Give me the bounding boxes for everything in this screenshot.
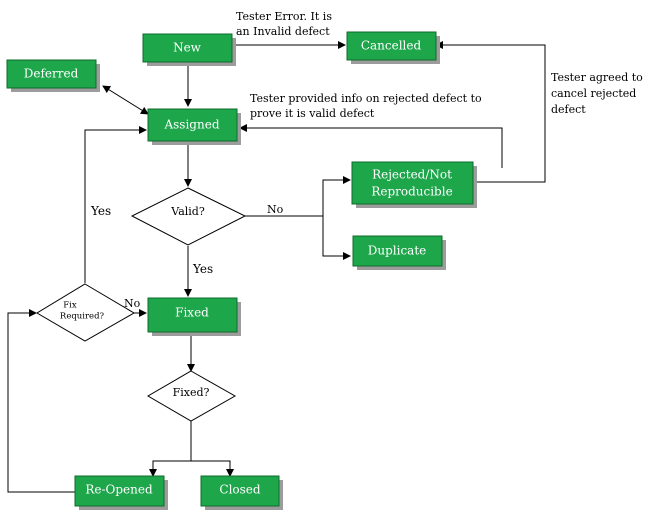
- state-reopened-label: Re-Opened: [85, 483, 153, 497]
- annotation-valid-info-line2: prove it is valid defect: [250, 107, 375, 120]
- edge-label-fixreq-no: No: [124, 297, 141, 310]
- decision-valid-label: Valid?: [170, 205, 205, 218]
- edge-fixedcheck-to-reopened: [149, 460, 191, 477]
- edge-fixedcheck-to-closed: [191, 460, 234, 477]
- annotation-cancel-line1: Tester agreed to: [551, 71, 643, 84]
- annotation-invalid-line2: an Invalid defect: [236, 25, 330, 38]
- annotation-valid-info-line1: Tester provided info on rejected defect …: [250, 92, 482, 105]
- decision-fix-required[interactable]: Fix Required?: [36, 283, 135, 342]
- edge-no-to-rejected: [322, 176, 351, 216]
- edge-reopened-to-fixreq: [7, 309, 75, 493]
- state-rejected-label-line2: Reproducible: [371, 185, 452, 199]
- edge-rejected-to-cancelled: [435, 41, 546, 183]
- state-duplicate[interactable]: Duplicate: [352, 235, 446, 270]
- state-new[interactable]: New: [142, 33, 236, 66]
- state-rejected-label-line1: Rejected/Not: [372, 168, 452, 182]
- decision-fixed-check-label: Fixed?: [173, 386, 210, 399]
- state-assigned-label: Assigned: [163, 118, 219, 132]
- state-deferred[interactable]: Deferred: [6, 59, 100, 92]
- state-cancelled-label: Cancelled: [361, 39, 422, 53]
- decision-fixed-check[interactable]: Fixed?: [147, 370, 237, 422]
- edge-label-valid-no: No: [267, 203, 284, 216]
- edge-label-fixreq-yes: Yes: [90, 204, 111, 218]
- state-closed[interactable]: Closed: [200, 475, 283, 510]
- edge-fixreq-yes-to-assigned: [84, 126, 147, 283]
- decision-valid[interactable]: Valid?: [130, 187, 247, 246]
- state-fixed-label: Fixed: [175, 306, 209, 320]
- edge-rejected-to-assigned: [239, 124, 503, 168]
- state-deferred-label: Deferred: [24, 67, 79, 81]
- edge-no-to-duplicate: [322, 216, 351, 260]
- state-assigned[interactable]: Assigned: [147, 108, 241, 145]
- decision-fix-required-label-line1: Fix: [63, 301, 77, 311]
- annotation-cancel-line3: defect: [551, 103, 586, 116]
- annotation-cancel-line2: cancel rejected: [551, 87, 636, 100]
- edge-label-valid-yes: Yes: [192, 262, 213, 276]
- state-cancelled[interactable]: Cancelled: [346, 31, 440, 64]
- state-rejected[interactable]: Rejected/Not Reproducible: [351, 161, 477, 208]
- state-reopened[interactable]: Re-Opened: [74, 475, 168, 510]
- state-closed-label: Closed: [219, 483, 261, 497]
- state-duplicate-label: Duplicate: [368, 244, 427, 258]
- decision-fix-required-label-line2: Required?: [60, 312, 105, 322]
- edge-deferred-assigned: [102, 85, 149, 115]
- state-fixed[interactable]: Fixed: [147, 297, 241, 336]
- state-new-label: New: [173, 41, 202, 55]
- annotation-invalid-line1: Tester Error. It is: [236, 10, 332, 23]
